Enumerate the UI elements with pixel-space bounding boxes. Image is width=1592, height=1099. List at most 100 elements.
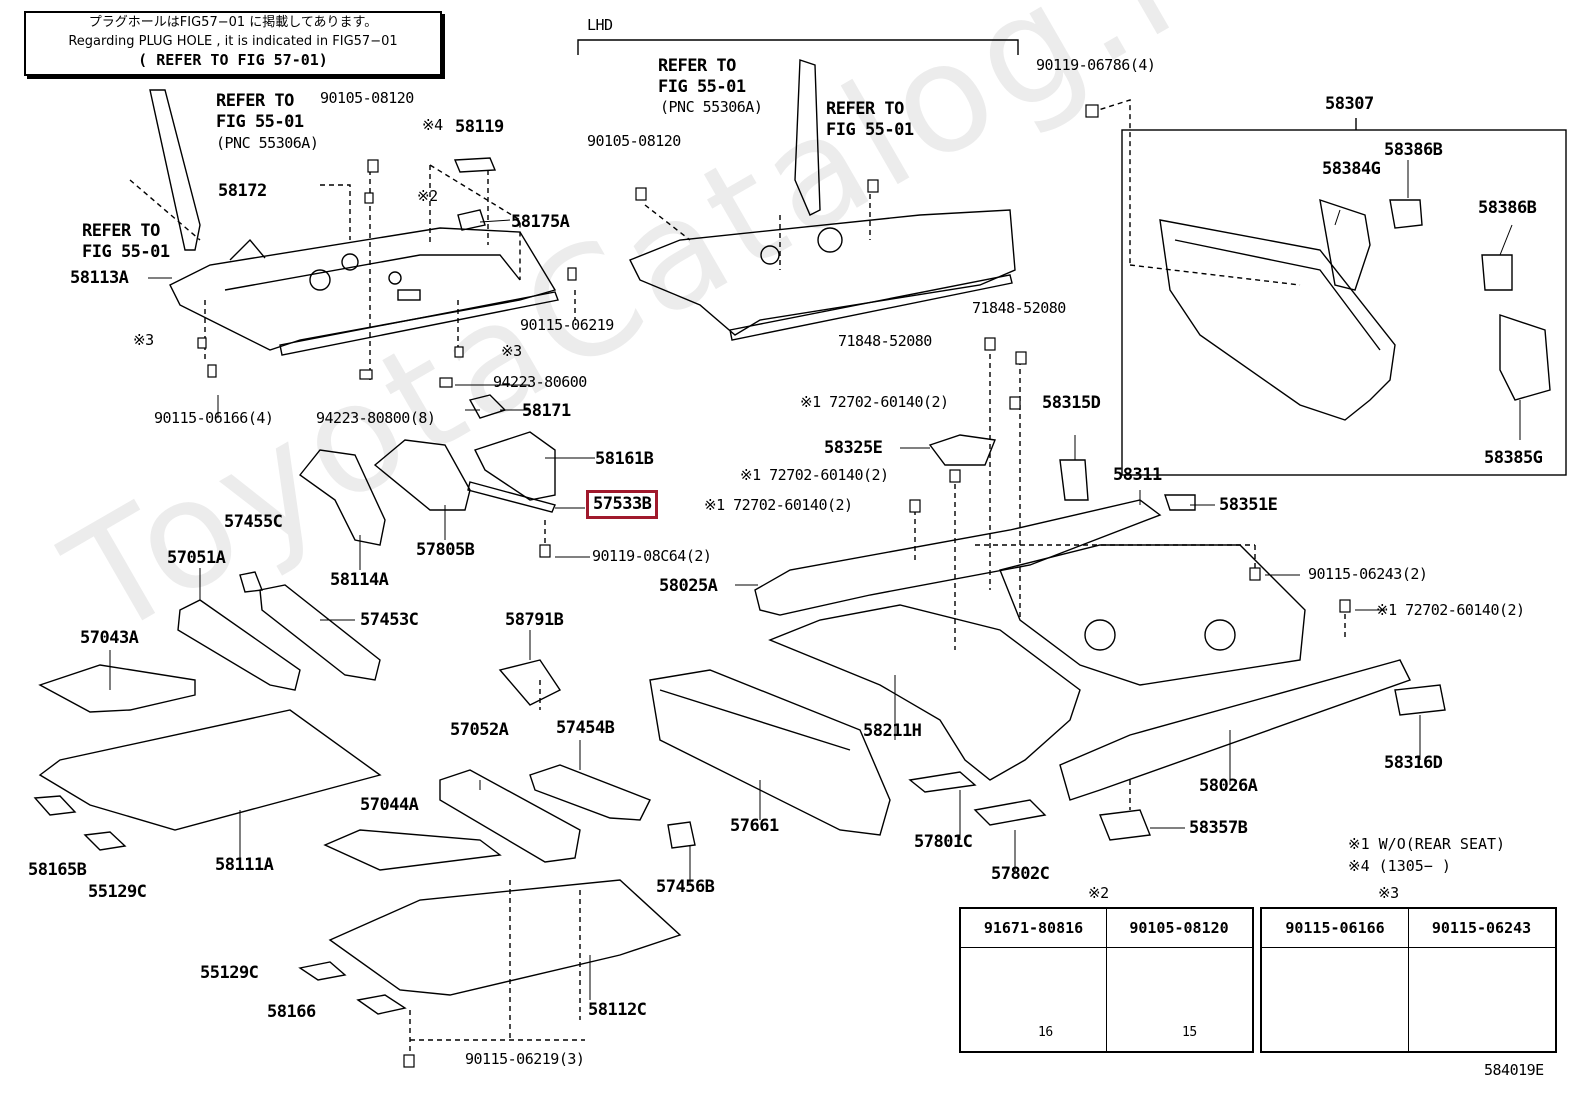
- part-57454B[interactable]: 57454B: [556, 718, 615, 738]
- part-58171[interactable]: 58171: [522, 401, 571, 421]
- part-55129C-b[interactable]: 55129C: [200, 963, 259, 983]
- part-94223-80600[interactable]: 94223-80600: [493, 373, 587, 391]
- hardware-cell: 90105-08120: [1106, 909, 1252, 1051]
- hardware-cell: 91671-80816: [961, 909, 1107, 1051]
- note-line-en: Regarding PLUG HOLE , it is indicated in…: [68, 34, 398, 49]
- part-71848-52080-b[interactable]: 71848-52080: [838, 332, 932, 350]
- part-57043A[interactable]: 57043A: [80, 628, 139, 648]
- hardware-cell: 90115-06243: [1408, 909, 1555, 1051]
- part-58161B[interactable]: 58161B: [595, 449, 654, 469]
- refer-label-3-fig[interactable]: FIG 55-01: [658, 77, 746, 97]
- refer-label-1[interactable]: REFER TO: [216, 91, 294, 111]
- mark-2: ※2: [417, 187, 438, 205]
- part-58211H[interactable]: 58211H: [863, 721, 922, 741]
- part-58172[interactable]: 58172: [218, 181, 267, 201]
- part-58111A[interactable]: 58111A: [215, 855, 274, 875]
- hardware-part-90105-08120[interactable]: 90105-08120: [1106, 909, 1252, 948]
- part-58025A[interactable]: 58025A: [659, 576, 718, 596]
- part-57801C[interactable]: 57801C: [914, 832, 973, 852]
- front-floor-center-part: [629, 59, 1016, 341]
- part-57455C[interactable]: 57455C: [224, 512, 283, 532]
- part-58385G[interactable]: 58385G: [1484, 448, 1543, 468]
- part-58351E[interactable]: 58351E: [1219, 495, 1278, 515]
- part-57044A[interactable]: 57044A: [360, 795, 419, 815]
- part-58325E[interactable]: 58325E: [824, 438, 883, 458]
- refer-label-2[interactable]: REFER TO: [82, 221, 160, 241]
- part-90115-06243[interactable]: 90115-06243(2): [1308, 565, 1428, 583]
- mark-3-a: ※3: [133, 331, 154, 349]
- part-72702-60140-d[interactable]: ※1 72702-60140(2): [1376, 601, 1525, 619]
- part-58165B[interactable]: 58165B: [28, 860, 87, 880]
- refer-label-4-fig[interactable]: FIG 55-01: [826, 120, 914, 140]
- part-58166[interactable]: 58166: [267, 1002, 316, 1022]
- part-58386B-b[interactable]: 58386B: [1478, 198, 1537, 218]
- part-58307[interactable]: 58307: [1325, 94, 1374, 114]
- lhd-label: LHD: [587, 16, 613, 34]
- part-58357B[interactable]: 58357B: [1189, 818, 1248, 838]
- part-58315D[interactable]: 58315D: [1042, 393, 1101, 413]
- part-90115-06219[interactable]: 90115-06219: [520, 316, 614, 334]
- legend-note-4: ※4 (1305− ): [1348, 857, 1451, 875]
- refer-label-3[interactable]: REFER TO: [658, 56, 736, 76]
- part-57533B-highlighted[interactable]: 57533B: [586, 490, 659, 519]
- mark-4: ※4: [422, 116, 443, 134]
- part-90105-08120-a[interactable]: 90105-08120: [320, 89, 414, 107]
- refer-label-3-pnc: (PNC 55306A): [660, 98, 763, 116]
- part-90115-06166[interactable]: 90115-06166(4): [154, 409, 274, 427]
- rear-panel-part: [1159, 198, 1551, 421]
- part-57456B[interactable]: 57456B: [656, 877, 715, 897]
- part-72702-60140-b[interactable]: ※1 72702-60140(2): [740, 466, 889, 484]
- hardware-mark-2: ※2: [1088, 884, 1109, 902]
- refer-label-4[interactable]: REFER TO: [826, 99, 904, 119]
- part-90119-06786[interactable]: 90119-06786(4): [1036, 56, 1156, 74]
- hardware-part-90115-06166[interactable]: 90115-06166: [1262, 909, 1408, 948]
- hardware-table-3: 90115-06166 90115-06243: [1260, 907, 1557, 1053]
- legend-note-1: ※1 W/O(REAR SEAT): [1348, 835, 1506, 853]
- hardware-part-90115-06243[interactable]: 90115-06243: [1408, 909, 1555, 948]
- note-line-jp: プラグホールはFIG57−01 に掲載してあります。: [88, 15, 378, 30]
- part-57805B[interactable]: 57805B: [416, 540, 475, 560]
- hardware-part-91671-80816[interactable]: 91671-80816: [961, 909, 1106, 948]
- part-90119-08C64[interactable]: 90119-08C64(2): [592, 547, 712, 565]
- part-58386B-a[interactable]: 58386B: [1384, 140, 1443, 160]
- part-58026A[interactable]: 58026A: [1199, 776, 1258, 796]
- part-58112C[interactable]: 58112C: [588, 1000, 647, 1020]
- part-58791B[interactable]: 58791B: [505, 610, 564, 630]
- plug-hole-note: プラグホールはFIG57−01 に掲載してあります。 Regarding PLU…: [24, 11, 442, 76]
- part-55129C-a[interactable]: 55129C: [88, 882, 147, 902]
- reinforcement-parts: [298, 394, 556, 546]
- hardware-mark-3: ※3: [1378, 884, 1399, 902]
- part-57453C[interactable]: 57453C: [360, 610, 419, 630]
- part-72702-60140-a[interactable]: ※1 72702-60140(2): [800, 393, 949, 411]
- note-refer-link[interactable]: ( REFER TO FIG 57-01): [138, 51, 328, 69]
- hardware-table-2: 91671-80816 90105-08120: [959, 907, 1254, 1053]
- part-58311[interactable]: 58311: [1113, 465, 1162, 485]
- part-58175A[interactable]: 58175A: [511, 212, 570, 232]
- dimension-16: 16: [1038, 1025, 1053, 1040]
- part-71848-52080-a[interactable]: 71848-52080: [972, 299, 1066, 317]
- part-58119[interactable]: 58119: [455, 117, 504, 137]
- refer-label-1-fig[interactable]: FIG 55-01: [216, 112, 304, 132]
- part-57661[interactable]: 57661: [730, 816, 779, 836]
- part-90115-06219-3[interactable]: 90115-06219(3): [465, 1050, 585, 1068]
- part-57802C[interactable]: 57802C: [991, 864, 1050, 884]
- hardware-cell: 90115-06166: [1262, 909, 1409, 1051]
- refer-label-2-fig[interactable]: FIG 55-01: [82, 242, 170, 262]
- part-58114A[interactable]: 58114A: [330, 570, 389, 590]
- part-58384G[interactable]: 58384G: [1322, 159, 1381, 179]
- front-floor-left-part: [149, 89, 559, 356]
- refer-label-1-pnc: (PNC 55306A): [216, 134, 319, 152]
- dimension-15: 15: [1182, 1025, 1197, 1040]
- part-72702-60140-c[interactable]: ※1 72702-60140(2): [704, 496, 853, 514]
- rear-floor-parts: [649, 434, 1446, 841]
- figure-number: 584019E: [1484, 1061, 1544, 1079]
- part-58113A[interactable]: 58113A: [70, 268, 129, 288]
- part-57052A[interactable]: 57052A: [450, 720, 509, 740]
- front-side-members: [33, 571, 696, 1015]
- part-58316D[interactable]: 58316D: [1384, 753, 1443, 773]
- part-57051A[interactable]: 57051A: [167, 548, 226, 568]
- part-94223-80800[interactable]: 94223-80800(8): [316, 409, 436, 427]
- part-90105-08120-b[interactable]: 90105-08120: [587, 132, 681, 150]
